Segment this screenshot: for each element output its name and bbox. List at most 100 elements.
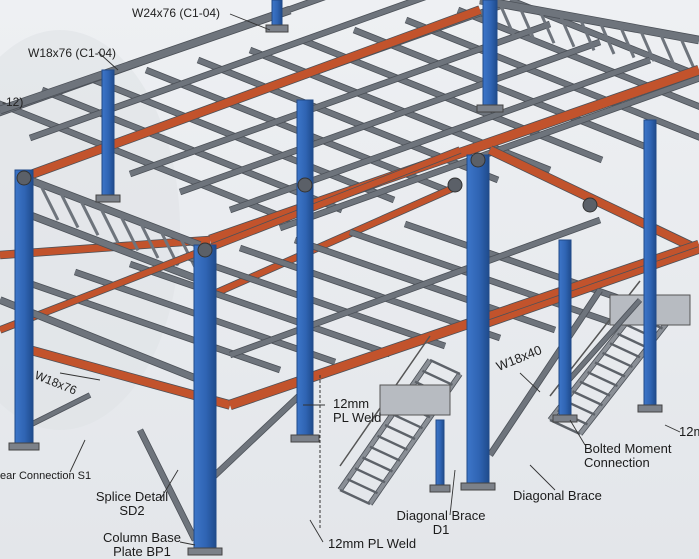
front-truss-web [98,206,120,244]
leader-line [69,439,86,473]
upper-joist [353,27,655,153]
label-weld-12mm: 12mm PL Weld [333,396,382,425]
label-w18x76-top: W18x76 (C1-04) [28,46,117,60]
front-truss-bottom [28,212,202,283]
leader-line [449,469,456,516]
label-w24x76: W24x76 (C1-04) [132,6,221,20]
column-front-left [193,244,217,554]
front-truss-top [28,177,202,248]
column-back-center [482,0,498,111]
leader-line [179,541,196,546]
lower-girder [469,247,699,333]
stair-right-tread [586,370,619,388]
leader-lines [59,13,681,546]
connection-plate [197,242,213,258]
label-partial-right: 12m [679,424,699,439]
lower-joist [184,253,446,349]
leader-line [159,469,179,501]
stair-right-tread [609,342,641,359]
brace [137,428,198,542]
upper-joist [0,101,291,223]
leader-line [519,372,541,393]
label-column-base-plate: Column Base Plate BP1 [102,530,182,559]
column-front-right-base-plate [460,482,496,491]
truss-web [658,32,676,66]
leader-line [664,424,681,433]
column-stair-post [435,419,445,491]
stair-left-tread [384,423,416,441]
column-left-base-plate [8,442,40,451]
truss-web [538,10,556,44]
column-mid-base-plate [290,434,320,443]
column-back-center-base-plate [476,104,504,113]
top-truss-chord [0,6,292,114]
label-weld-12mm-bottom: 12mm PL Weld [328,536,417,551]
truss-web [578,17,596,52]
upper-beam [29,0,424,141]
lower-beam [229,217,601,358]
label-diagonal-brace: Diagonal Brace [513,488,602,503]
stair-right-tread [594,361,626,378]
brace [558,298,642,392]
stair-left-tread [361,456,394,473]
top-truss-chord-right [479,0,699,44]
lower-girder [0,147,462,333]
upper-joist [457,7,699,110]
truss-web [678,35,696,70]
leader-line [97,51,119,71]
upper-joist [509,0,699,79]
front-truss-web [58,190,80,229]
upper-beam [179,39,601,195]
connection-plate [16,170,32,186]
truss-web [558,14,576,48]
column-right-base-plate [637,404,663,413]
leader-line [309,519,324,543]
brace [487,288,603,457]
column-right [643,119,657,411]
lower-joist [129,261,391,357]
stair-left-tread [339,488,371,506]
column-stair-post-base-plate [429,484,451,493]
column-stair [558,239,572,421]
column-mid [296,99,314,441]
connection-plate [447,177,463,193]
front-truss-web [38,183,60,221]
upper-girder [198,182,462,303]
front-truss-web [78,198,100,236]
stair-left-tread [391,413,424,430]
stair-left-tread [376,434,409,451]
stair-right-tread [616,332,649,349]
column-front-left-base-plate [187,547,223,556]
diagonal-braces [18,288,643,542]
brace [208,393,302,482]
column-group [8,0,663,556]
stair-right-tread [601,351,634,369]
truss-web [638,28,656,62]
column-back-top-base-plate [265,24,289,33]
column-stair-base-plate [552,414,578,423]
front-truss-web [138,221,160,259]
connection-plate [470,152,486,168]
stair-right-tread [571,390,604,407]
truss-web [518,6,536,41]
label-bolted-moment-connection: Bolted Moment Connection [584,441,672,470]
leader-line [569,419,586,446]
connection-plate [582,197,598,213]
leader-line [529,464,556,491]
upper-beam [129,21,551,177]
stair-landing [379,384,451,416]
stair-left-tread [346,478,379,495]
column-front-right [466,154,490,489]
stair-right-tread [579,380,611,397]
column-back-left [101,69,115,201]
front-truss-web [118,213,140,252]
leader-line [59,372,101,381]
label-partial-left: -12) [2,95,24,109]
stair-left-tread [421,369,454,386]
label-diagonal-brace-d1: Diagonal Brace D1 [396,508,486,537]
connection-plate [297,177,313,193]
label-splice-detail: Splice Detail SD2 [95,489,169,518]
column-back-left-base-plate [95,194,121,203]
